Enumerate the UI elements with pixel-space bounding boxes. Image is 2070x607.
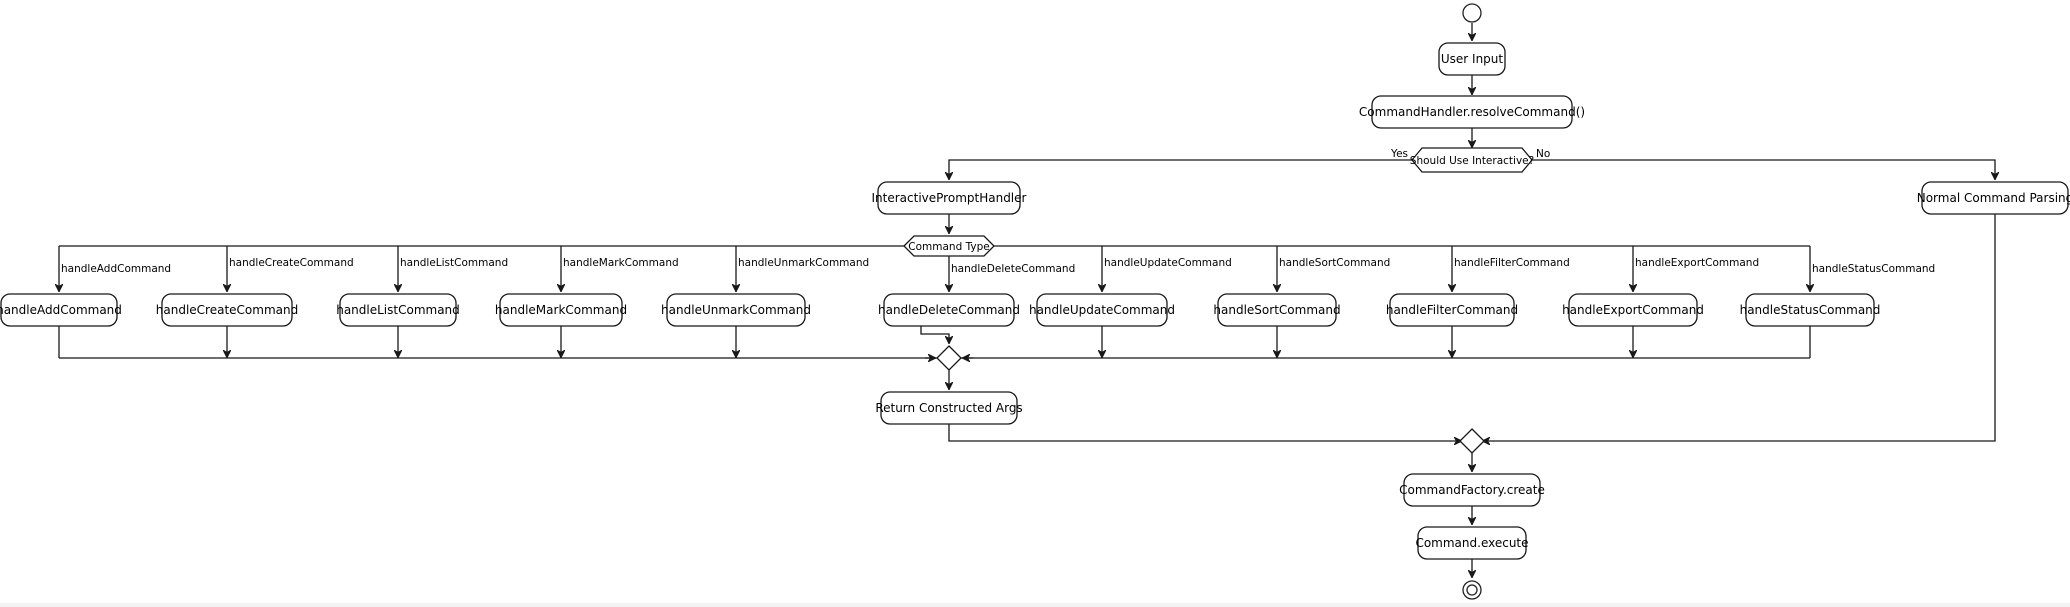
node-command-factory-label: CommandFactory.create — [1399, 483, 1545, 497]
bottom-strip — [0, 603, 2070, 607]
handler-node-label: handleUpdateCommand — [1029, 303, 1175, 317]
edge-from-handler-delete — [920, 326, 949, 344]
decision-should-use-interactive: Should Use Interactive? Yes No — [1390, 147, 1550, 173]
edge-label-unmark: handleUnmarkCommand — [738, 257, 869, 269]
node-return-args: Return Constructed Args — [875, 391, 1023, 425]
handler-node-label: handleStatusCommand — [1740, 303, 1881, 317]
node-normal-parsing: Normal Command Parsing — [1917, 181, 2070, 215]
edge-label-update: handleUpdateCommand — [1104, 257, 1232, 269]
handler-node-update: handleUpdateCommand — [1029, 293, 1175, 327]
end-node — [1462, 580, 1482, 600]
node-resolve-command-label: CommandHandler.resolveCommand() — [1359, 105, 1585, 119]
node-return-args-label: Return Constructed Args — [875, 401, 1022, 415]
handler-node-box — [1217, 293, 1337, 327]
edge-label-create: handleCreateCommand — [229, 257, 354, 269]
handler-node-box — [1568, 293, 1698, 327]
handler-node-sort: handleSortCommand — [1213, 293, 1341, 327]
handler-node-label: handleSortCommand — [1213, 303, 1340, 317]
edge-label-add: handleAddCommand — [61, 263, 171, 275]
node-normal-parsing-label: Normal Command Parsing — [1917, 191, 2070, 205]
node-resolve-command: CommandHandler.resolveCommand() — [1359, 95, 1585, 129]
no-label: No — [1536, 148, 1550, 160]
handler-node-filter: handleFilterCommand — [1386, 293, 1518, 327]
edge-no-branch — [1532, 159, 1995, 180]
handler-node-label: handleAddCommand — [0, 303, 122, 317]
handler-node-label: handleCreateCommand — [156, 303, 298, 317]
edge-label-list: handleListCommand — [400, 257, 508, 269]
start-node — [1462, 3, 1482, 23]
handler-node-status: handleStatusCommand — [1740, 293, 1881, 327]
handler-node-delete: handleDeleteCommand — [878, 293, 1020, 327]
handler-node-box — [499, 293, 623, 327]
handler-node-label: handleMarkCommand — [495, 303, 627, 317]
decision-command-type: Command Type — [903, 235, 995, 257]
handler-node-unmark: handleUnmarkCommand — [661, 293, 811, 327]
node-interactive-prompt-handler: InteractivePromptHandler — [872, 181, 1027, 215]
merge-diamond-handlers — [936, 345, 962, 371]
handler-node-label: handleListCommand — [336, 303, 460, 317]
handler-node-export: handleExportCommand — [1562, 293, 1704, 327]
decision-command-type-label: Command Type — [908, 241, 989, 253]
node-command-execute-label: Command.execute — [1415, 536, 1528, 550]
handler-node-box — [1389, 293, 1515, 327]
handler-nodes: handleAddCommand handleCreateCommand handl… — [0, 293, 1881, 327]
edge-label-export: handleExportCommand — [1635, 257, 1759, 269]
handler-node-label: handleExportCommand — [1562, 303, 1704, 317]
merge-diamond-final — [1459, 428, 1485, 454]
edge-label-sort: handleSortCommand — [1279, 257, 1390, 269]
node-interactive-prompt-handler-label: InteractivePromptHandler — [872, 191, 1027, 205]
handler-node-list: handleListCommand — [336, 293, 460, 327]
edge-normal-to-merge — [1482, 214, 1996, 441]
handler-node-box — [666, 293, 806, 327]
node-user-input-label: User Input — [1441, 52, 1504, 66]
handler-node-mark: handleMarkCommand — [495, 293, 627, 327]
handler-node-create: handleCreateCommand — [156, 293, 298, 327]
handler-node-box — [0, 293, 118, 327]
node-command-factory: CommandFactory.create — [1399, 473, 1545, 507]
node-command-execute: Command.execute — [1415, 526, 1529, 560]
edge-return-to-merge — [948, 424, 1462, 441]
edge-label-delete: handleDeleteCommand — [951, 263, 1075, 275]
handler-node-box — [1036, 293, 1168, 327]
yes-label: Yes — [1390, 148, 1408, 160]
edge-label-filter: handleFilterCommand — [1454, 257, 1570, 269]
handler-node-label: handleFilterCommand — [1386, 303, 1518, 317]
handler-edges: handleAddCommand handleCreateCommand handl… — [59, 246, 1935, 358]
edge-label-mark: handleMarkCommand — [563, 257, 679, 269]
decision-should-use-interactive-label: Should Use Interactive? — [1410, 155, 1534, 167]
node-user-input: User Input — [1438, 42, 1506, 76]
handler-node-box — [339, 293, 457, 327]
handler-node-add: handleAddCommand — [0, 293, 122, 327]
handler-node-box — [1745, 293, 1875, 327]
handler-node-label: handleUnmarkCommand — [661, 303, 811, 317]
handler-node-label: handleDeleteCommand — [878, 303, 1020, 317]
handler-node-box — [883, 293, 1015, 327]
edge-yes-branch — [949, 159, 1412, 180]
edge-label-status: handleStatusCommand — [1812, 263, 1935, 275]
handler-node-box — [161, 293, 293, 327]
